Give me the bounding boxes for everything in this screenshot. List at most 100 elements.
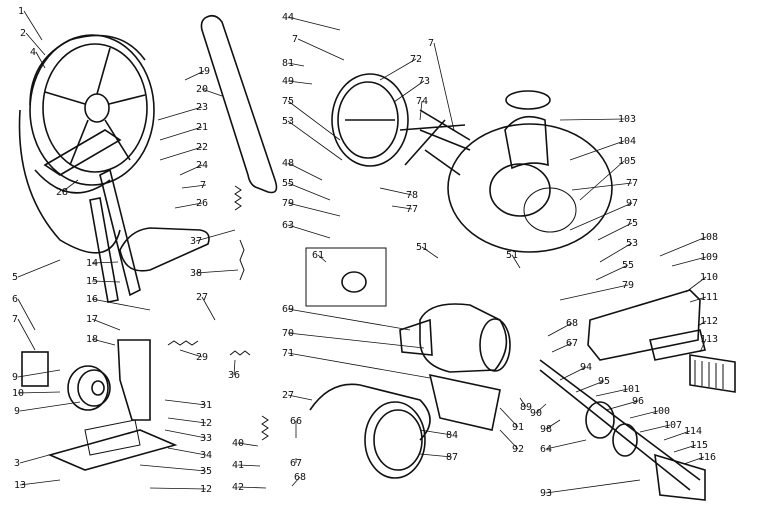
callout-leader bbox=[287, 16, 341, 31]
callout: 53 bbox=[282, 116, 343, 161]
callout: 15 bbox=[86, 276, 121, 287]
callout: 104 bbox=[569, 136, 636, 161]
callout-number: 66 bbox=[290, 416, 302, 427]
callout-leader bbox=[605, 400, 639, 411]
callout-leader bbox=[683, 456, 705, 465]
callout-number: 87 bbox=[446, 452, 458, 463]
callout-leader bbox=[149, 487, 207, 490]
callout-leader bbox=[499, 407, 519, 428]
drive-belt-drawing bbox=[200, 14, 278, 194]
callout-leader bbox=[201, 296, 216, 321]
callout: 100 bbox=[629, 406, 670, 419]
callout-leader bbox=[595, 264, 629, 281]
callout-number: 67 bbox=[290, 458, 302, 469]
callout-number: 18 bbox=[86, 334, 98, 345]
callout-number: 89 bbox=[520, 402, 532, 413]
callout-number: 74 bbox=[416, 96, 428, 107]
callout: 103 bbox=[559, 114, 636, 125]
callout-number: 75 bbox=[626, 218, 638, 229]
callout-leader bbox=[19, 451, 61, 464]
motor-drawing bbox=[399, 303, 511, 431]
callout: 108 bbox=[659, 232, 718, 257]
callout: 7 bbox=[292, 34, 345, 61]
callout: 12 bbox=[149, 484, 212, 495]
callout: 79 bbox=[282, 198, 341, 217]
callout-number: 69 bbox=[282, 304, 294, 315]
callout-number: 48 bbox=[282, 158, 294, 169]
callout: 64 bbox=[540, 439, 587, 455]
callout-leader bbox=[297, 38, 345, 61]
callout-number: 12 bbox=[200, 484, 212, 495]
callout: 10 bbox=[12, 388, 61, 399]
callout-leader bbox=[287, 224, 331, 239]
callout: 79 bbox=[559, 280, 634, 301]
callout-leader bbox=[19, 479, 61, 486]
callout: 27 bbox=[282, 390, 313, 401]
callout: 68 bbox=[291, 472, 306, 487]
callout-number: 90 bbox=[530, 408, 542, 419]
callout: 113 bbox=[699, 334, 718, 353]
callout-leader bbox=[559, 118, 625, 121]
callout-number: 51 bbox=[506, 250, 518, 261]
callout-number: 21 bbox=[196, 122, 208, 133]
callout: 4 bbox=[30, 47, 46, 69]
callout: 53 bbox=[599, 238, 638, 263]
callout-number: 42 bbox=[232, 482, 244, 493]
callout-leader bbox=[19, 401, 81, 412]
callout: 94 bbox=[559, 362, 592, 381]
callout-number: 29 bbox=[196, 352, 208, 363]
callout-leader bbox=[689, 296, 707, 303]
callout-leader bbox=[17, 391, 61, 394]
callout: 2 bbox=[20, 28, 46, 56]
callout-number: 75 bbox=[282, 96, 294, 107]
small-pulley-drawing bbox=[21, 351, 111, 411]
callout-leader bbox=[287, 352, 431, 379]
callout-leader bbox=[91, 298, 151, 311]
callout-number: 84 bbox=[446, 430, 458, 441]
callout: 78 bbox=[379, 187, 418, 201]
callout-leader bbox=[545, 439, 587, 450]
callout-number: 53 bbox=[282, 116, 294, 127]
callout-leader bbox=[291, 476, 301, 487]
callout-number: 108 bbox=[700, 232, 718, 243]
callout-number: 16 bbox=[86, 294, 98, 305]
callout-leader bbox=[547, 322, 573, 337]
callout: 107 bbox=[639, 420, 682, 433]
callout: 35 bbox=[139, 464, 212, 477]
callout-number: 15 bbox=[86, 276, 98, 287]
callout-leader bbox=[91, 318, 121, 331]
callout-number: 27 bbox=[196, 292, 208, 303]
callout-number: 36 bbox=[228, 370, 240, 381]
callout: 51 bbox=[416, 242, 439, 259]
callout: 115 bbox=[673, 440, 708, 453]
callout-leader bbox=[174, 202, 203, 209]
callout-leader bbox=[671, 256, 707, 267]
callout-number: 9 bbox=[14, 406, 20, 417]
pulley-box-drawing bbox=[305, 247, 387, 307]
callout-leader bbox=[419, 100, 423, 121]
callout-leader bbox=[685, 276, 707, 293]
callout-leader bbox=[579, 160, 625, 201]
callout-number: 20 bbox=[196, 84, 208, 95]
callout-number: 22 bbox=[196, 142, 208, 153]
callout-leader bbox=[17, 369, 61, 378]
callout-leader bbox=[629, 410, 659, 419]
callout: 93 bbox=[540, 479, 641, 499]
callout-number: 72 bbox=[410, 54, 422, 65]
callout-leader bbox=[595, 388, 629, 397]
callout: 7 bbox=[12, 314, 36, 351]
callout-number: 71 bbox=[282, 348, 294, 359]
callout-leader bbox=[233, 359, 236, 376]
callout: 114 bbox=[663, 426, 702, 441]
callout-number: 51 bbox=[416, 242, 428, 253]
callout-number: 12 bbox=[200, 418, 212, 429]
callout-leader bbox=[237, 464, 261, 467]
callout: 24 bbox=[179, 160, 208, 176]
callout-leader bbox=[181, 184, 207, 189]
callout-leader bbox=[419, 429, 453, 436]
callout-number: 92 bbox=[512, 444, 524, 455]
callout: 71 bbox=[282, 348, 431, 379]
callout: 9 bbox=[14, 401, 81, 417]
callout-leader bbox=[421, 246, 439, 259]
